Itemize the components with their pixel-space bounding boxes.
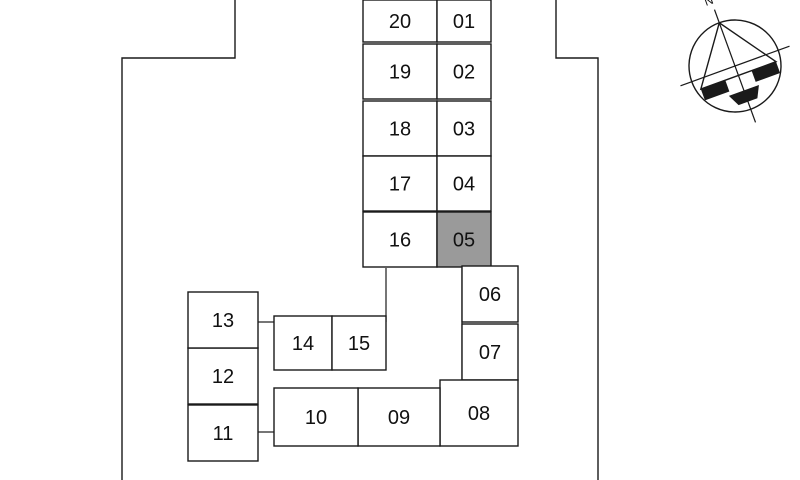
unit-15-shape[interactable] [331,315,387,371]
unit-11[interactable]: 11 [187,404,259,462]
unit-17-label: 17 [389,174,411,196]
unit-15-label: 15 [348,333,370,355]
unit-06-label: 06 [479,284,501,306]
unit-19[interactable]: 19 [362,43,438,100]
unit-08[interactable]: 08 [439,379,519,447]
unit-03-shape[interactable] [436,100,492,157]
units-layer: 20 19 18 17 16 01 02 03 04 05 06 07 08 09 10 11 12 13 14 15 [187,0,519,462]
unit-07-label: 07 [479,342,501,364]
unit-04-label: 04 [453,174,475,196]
unit-01-shape[interactable] [436,0,492,43]
unit-04[interactable]: 04 [436,155,492,212]
unit-18-label: 18 [389,119,411,141]
unit-09-label: 09 [388,407,410,429]
unit-16[interactable]: 16 [362,211,438,268]
unit-20-label: 20 [389,11,411,33]
unit-10-shape[interactable] [273,387,359,447]
unit-13-shape[interactable] [187,291,259,349]
unit-02-label: 02 [453,62,475,84]
unit-17[interactable]: 17 [362,155,438,212]
unit-20[interactable]: 20 [362,0,438,43]
unit-13[interactable]: 13 [187,291,259,349]
unit-08-label: 08 [468,403,490,425]
unit-05-shape[interactable] [436,211,492,268]
unit-12-label: 12 [212,366,234,388]
unit-06[interactable]: 06 [461,265,519,323]
unit-11-shape[interactable] [187,404,259,462]
unit-15[interactable]: 15 [331,315,387,371]
unit-03-label: 03 [453,119,475,141]
unit-19-label: 19 [389,62,411,84]
unit-02[interactable]: 02 [436,43,492,100]
unit-14-shape[interactable] [273,315,333,371]
unit-03[interactable]: 03 [436,100,492,157]
unit-01[interactable]: 01 [436,0,492,43]
unit-07-shape[interactable] [461,323,519,381]
unit-09[interactable]: 09 [357,387,441,447]
unit-05[interactable]: 05 [436,211,492,268]
unit-16-shape[interactable] [362,211,438,268]
compass-label: N [702,0,715,9]
unit-10-label: 10 [305,407,327,429]
unit-14-label: 14 [292,333,314,355]
unit-01-label: 01 [453,11,475,33]
unit-11-label: 11 [213,423,234,445]
unit-16-label: 16 [389,230,411,252]
unit-04-shape[interactable] [436,155,492,212]
unit-18[interactable]: 18 [362,100,438,157]
unit-08-shape[interactable] [439,379,519,447]
unit-13-label: 13 [212,310,234,332]
unit-02-shape[interactable] [436,43,492,100]
unit-12-shape[interactable] [187,347,259,405]
unit-20-shape[interactable] [362,0,438,43]
compass-north-icon [680,9,790,123]
unit-07[interactable]: 07 [461,323,519,381]
unit-06-shape[interactable] [461,265,519,323]
unit-14[interactable]: 14 [273,315,333,371]
unit-10[interactable]: 10 [273,387,359,447]
site-boundary [121,0,599,480]
unit-05-label: 05 [453,230,475,252]
unit-18-shape[interactable] [362,100,438,157]
unit-17-shape[interactable] [362,155,438,212]
unit-12[interactable]: 12 [187,347,259,405]
